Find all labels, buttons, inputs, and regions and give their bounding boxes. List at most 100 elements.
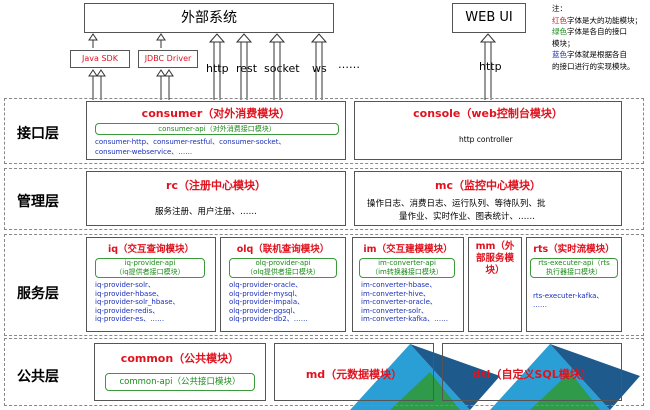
console-impl: http controller (459, 135, 513, 144)
rc-title: rc（注册中心模块） (166, 179, 266, 192)
md-title: md（元数据模块） (305, 368, 403, 381)
rts-api-line2: 执行器接口模块） (546, 267, 602, 276)
layer-label-management: 管理层 (17, 194, 59, 210)
arrow-up-icon (268, 33, 286, 100)
layer-label-interface: 接口层 (17, 126, 59, 142)
iq-impl-item: iq-provider-es、…… (95, 315, 165, 324)
consumer-title: consumer（对外消费模块） (141, 107, 291, 120)
mc-title: mc（监控中心模块） (435, 179, 541, 192)
rts-impl-list: rts-executer-kafka、 …… (533, 292, 603, 309)
rts-impl-item: …… (533, 300, 547, 309)
consumer-impl-line2: consumer-webservice、…… (95, 148, 193, 156)
im-api-line1: im-converter-api (378, 259, 436, 267)
im-module: im（交互建模模块） im-converter-api （im转换器接口模块） … (352, 237, 464, 332)
arrow-up-icon (208, 33, 226, 100)
mm-title: mm（外 部服务模 块） (469, 241, 521, 277)
mm-title-line2: 部服务模 (475, 253, 514, 264)
legend-green-line: 绿色字体是各自的接口 (552, 26, 648, 38)
common-layer-band (4, 338, 644, 406)
mm-title-line1: mm（外 (475, 241, 515, 252)
dsl-title: dsl（自定义SQL模块） (472, 368, 592, 381)
legend-notes: 注： 红色字体是大的功能模块； 绿色字体是各自的接口 模块； 蓝色字体就是根据各… (552, 3, 648, 72)
iq-impl-item: iq-provider-redis、 (95, 306, 160, 315)
mm-module: mm（外 部服务模 块） (468, 237, 522, 332)
mc-desc-line1: 操作日志、消费日志、运行队列、等待队列、批 (367, 199, 546, 209)
iq-impl-list: iq-provider-solr、 iq-provider-hbase、 iq-… (95, 281, 180, 324)
protocol-more: …… (338, 58, 360, 71)
protocol-socket: socket (264, 62, 300, 75)
olq-impl-item: olq-provider-impala、 (229, 298, 305, 307)
olq-impl-item: olq-provider-oracle、 (229, 281, 303, 289)
rts-api-line1: rts-executer-api（rts (538, 259, 610, 267)
legend-red-line: 红色字体是大的功能模块； (552, 15, 648, 27)
rts-title: rts（实时流模块） (533, 244, 615, 255)
consumer-api-box: consumer-api（对外消费接口模块） (95, 123, 339, 135)
iq-title: iq（交互查询模块） (107, 244, 195, 255)
arrow-up-icon (479, 33, 497, 100)
rts-impl-item: rts-executer-kafka、 (533, 292, 604, 300)
layer-label-common: 公共层 (17, 369, 59, 385)
common-api-box: common-api（公共接口模块） (105, 373, 255, 391)
mc-desc-line2: 量作业、实时作业、图表统计、…… (399, 212, 536, 222)
legend-green-word: 绿色 (552, 27, 567, 36)
im-impl-list: im-converter-hbase、 im-converter-hive、 i… (361, 281, 448, 324)
olq-impl-item: olq-provider-mysql、 (229, 289, 302, 298)
legend-green-text2: 模块； (552, 38, 575, 48)
rts-module: rts（实时流模块） rts-executer-api（rts 执行器接口模块）… (526, 237, 622, 332)
legend-red-word: 红色 (552, 15, 567, 25)
console-module: console（web控制台模块） http controller (354, 101, 622, 160)
java-sdk-box: Java SDK (70, 50, 130, 68)
arrow-up-icon (88, 69, 106, 100)
arrow-up-icon (88, 33, 98, 48)
olq-api-line2: （olq提供者接口模块） (246, 267, 320, 276)
external-system-label: 外部系统 (181, 10, 237, 26)
dsl-module: dsl（自定义SQL模块） (442, 343, 622, 401)
olq-title: olq（联机查询模块） (236, 244, 330, 255)
rc-desc: 服务注册、用户注册、…… (155, 207, 258, 217)
iq-api-box: iq-provider-api （iq提供者接口模块） (95, 258, 205, 278)
web-ui-box: WEB UI (452, 3, 526, 33)
external-system-box: 外部系统 (84, 3, 334, 33)
jdbc-driver-box: JDBC Driver (138, 50, 198, 68)
im-api-line2: （im转换器接口模块） (371, 267, 443, 276)
common-api-label: common-api（公共接口模块） (119, 377, 241, 387)
olq-impl-item: olq-provider-pgsql、 (229, 306, 300, 315)
arrow-up-icon (235, 33, 253, 100)
layer-label-service: 服务层 (17, 286, 59, 302)
iq-impl-item: iq-provider-hbase、 (95, 289, 164, 298)
legend-blue-line: 蓝色字体就是根据各自 (552, 49, 648, 61)
arrow-up-icon (156, 33, 166, 48)
legend-blue-text2: 的接口进行的实现模块。 (552, 61, 635, 71)
im-impl-item: im-converter-kafka、…… (361, 315, 449, 324)
olq-api-box: olq-provider-api （olq提供者接口模块） (229, 258, 337, 278)
im-impl-item: im-converter-oracle、 (361, 298, 437, 307)
mm-title-line3: 块） (485, 265, 505, 276)
iq-api-line2: （iq提供者接口模块） (115, 267, 185, 276)
im-impl-item: im-converter-hbase、 (361, 281, 437, 289)
olq-impl-list: olq-provider-oracle、 olq-provider-mysql、… (229, 281, 308, 324)
iq-api-line1: iq-provider-api (124, 259, 176, 267)
mc-module: mc（监控中心模块） 操作日志、消费日志、运行队列、等待队列、批 量作业、实时作… (354, 171, 622, 226)
consumer-api-label: consumer-api（对外消费接口模块） (158, 125, 276, 133)
olq-impl-item: olq-provider-db2、…… (229, 315, 308, 324)
iq-module: iq（交互查询模块） iq-provider-api （iq提供者接口模块） i… (86, 237, 216, 332)
consumer-module: consumer（对外消费模块） consumer-api（对外消费接口模块） … (86, 101, 346, 160)
im-impl-item: im-converter-hive、 (361, 289, 431, 298)
legend-blue-text1: 字体就是根据各自 (567, 50, 627, 59)
olq-api-line1: olq-provider-api (255, 259, 311, 267)
common-title: common（公共模块） (120, 352, 240, 365)
console-title: console（web控制台模块） (413, 107, 563, 120)
protocol-http: http (206, 62, 229, 75)
common-module: common（公共模块） common-api（公共接口模块） (94, 343, 266, 401)
im-title: im（交互建模模块） (363, 244, 453, 255)
java-sdk-label: Java SDK (82, 54, 118, 63)
legend-red-text: 字体是大的功能模块； (567, 15, 642, 25)
legend-heading: 注： (552, 4, 567, 13)
arrow-up-icon (310, 33, 328, 100)
legend-green-text1: 字体是各自的接口 (567, 27, 627, 36)
consumer-impl-line1: consumer-http、consumer-restful、consumer-… (95, 138, 286, 146)
web-ui-label: WEB UI (465, 10, 513, 25)
olq-module: olq（联机查询模块） olq-provider-api （olq提供者接口模块… (220, 237, 346, 332)
arrows-layer (88, 33, 497, 100)
iq-impl-item: iq-provider-solr_hbase、 (95, 298, 180, 307)
